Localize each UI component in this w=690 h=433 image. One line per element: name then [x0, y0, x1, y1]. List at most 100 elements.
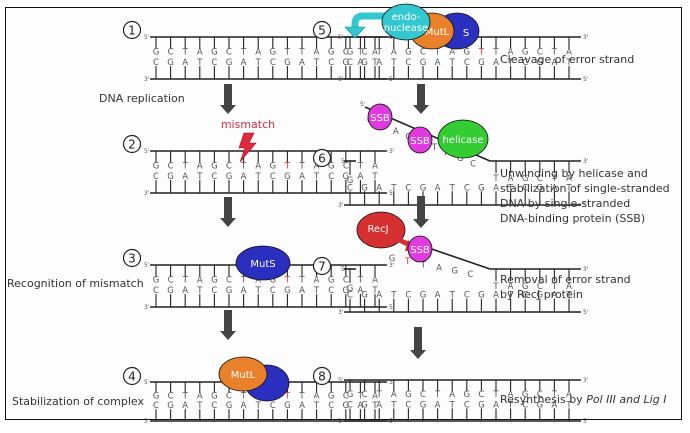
bottom-base: T: [255, 58, 262, 68]
bottom-base: A: [493, 291, 499, 301]
bottom-base: A: [182, 401, 188, 411]
bottom-base: C: [522, 400, 528, 410]
process-arrow: [410, 327, 426, 359]
bottom-base: C: [211, 401, 217, 411]
top-base: A: [391, 390, 397, 400]
top-base: C: [478, 390, 484, 400]
top-base: A: [566, 282, 572, 292]
bottom-base: A: [357, 401, 363, 411]
bottom-base: A: [435, 58, 441, 68]
bottom-base: A: [357, 172, 363, 182]
arrow-shaft: [417, 196, 425, 220]
unwound-base: T: [420, 260, 427, 270]
bottom-base: C: [211, 58, 217, 68]
step4-label: Stabilization of complex: [12, 395, 144, 408]
top-base: G: [464, 48, 471, 58]
muts-protein: [235, 245, 291, 281]
top-base: T: [434, 390, 441, 400]
mismatched-base: T: [404, 257, 411, 267]
five-prime-end-label: 5': [389, 304, 395, 311]
bottom-base: G: [226, 58, 233, 68]
top-base: A: [449, 390, 455, 400]
three-prime-end-label: 3': [583, 266, 589, 273]
five-prime-end-label: 5': [583, 309, 589, 316]
top-base: G: [211, 391, 218, 401]
arrow-shaft: [224, 84, 232, 106]
bottom-base: C: [328, 286, 334, 296]
bottom-base: C: [328, 172, 334, 182]
three-prime-end-label: 3': [389, 148, 395, 155]
three-prime-end-label: 3': [338, 418, 344, 425]
bottom-base: C: [347, 58, 353, 68]
bottom-base: A: [435, 291, 441, 301]
bottom-base: T: [313, 172, 320, 182]
top-base: C: [226, 48, 232, 58]
arrow-head: [220, 105, 236, 114]
top-base: T: [182, 48, 189, 58]
bottom-base: C: [347, 291, 353, 301]
top-base: A: [566, 390, 572, 400]
process-arrow: [220, 84, 236, 114]
bottom-base: G: [420, 400, 427, 410]
bottom-base: C: [153, 401, 159, 411]
bottom-base: G: [167, 401, 174, 411]
bottom-base: C: [153, 58, 159, 68]
step-1-marker: 1: [122, 20, 142, 40]
top-base: A: [508, 282, 514, 292]
bottom-base: A: [493, 183, 499, 193]
top-base: T: [551, 174, 558, 184]
top-base: A: [391, 48, 397, 58]
bottom-base: T: [507, 183, 514, 193]
bottom-base: A: [357, 58, 363, 68]
mismatch-annotation: mismatch: [221, 118, 275, 131]
ssb-protein: [407, 235, 433, 263]
top-base: G: [211, 162, 218, 172]
bottom-base: T: [371, 172, 378, 182]
top-base: G: [153, 48, 160, 58]
top-base: G: [153, 276, 160, 286]
bottom-base: A: [299, 286, 305, 296]
step-number-circle: [122, 20, 142, 40]
bottom-base: G: [420, 183, 427, 193]
five-prime-end-label: 5': [338, 34, 344, 41]
bottom-base: T: [313, 286, 320, 296]
bottom-base: C: [270, 172, 276, 182]
bottom-base: G: [167, 172, 174, 182]
bottom-base: C: [347, 183, 353, 193]
arrow-shaft: [224, 197, 232, 219]
step8-label: Resynthesis by Pol III and Lig I: [500, 393, 666, 406]
five-prime-end-label: 5': [341, 266, 347, 273]
top-base: A: [197, 391, 203, 401]
bottom-base: A: [241, 286, 247, 296]
bottom-base: G: [284, 286, 291, 296]
endonuclease-protein: [381, 3, 431, 41]
top-base: T: [357, 48, 364, 58]
bottom-base: T: [371, 401, 378, 411]
top-base: A: [314, 162, 320, 172]
arrow-head: [220, 331, 236, 340]
top-base: T: [434, 48, 441, 58]
bottom-base: A: [299, 401, 305, 411]
top-base: G: [211, 276, 218, 286]
top-base: A: [508, 390, 514, 400]
bottom-base: G: [343, 172, 350, 182]
top-base: T: [298, 391, 305, 401]
bottom-base: T: [449, 58, 456, 68]
top-base: C: [226, 391, 232, 401]
unwound-base: C: [470, 160, 476, 170]
bottom-base: C: [405, 183, 411, 193]
top-base: G: [522, 390, 529, 400]
ssb-protein: [367, 103, 393, 131]
top-base: A: [255, 276, 261, 286]
bottom-base: G: [537, 58, 544, 68]
arrow-shaft: [414, 327, 422, 351]
step6-label-line2: stabilization of single-stranded: [500, 182, 670, 195]
bottom-base: C: [522, 291, 528, 301]
top-base: T: [182, 391, 189, 401]
endonuclease-label-line1: endo-: [392, 12, 421, 23]
top-base: G: [328, 391, 335, 401]
step-8-marker: 8: [312, 366, 332, 386]
bottom-base: G: [343, 286, 350, 296]
step-number-circle: [122, 248, 142, 268]
